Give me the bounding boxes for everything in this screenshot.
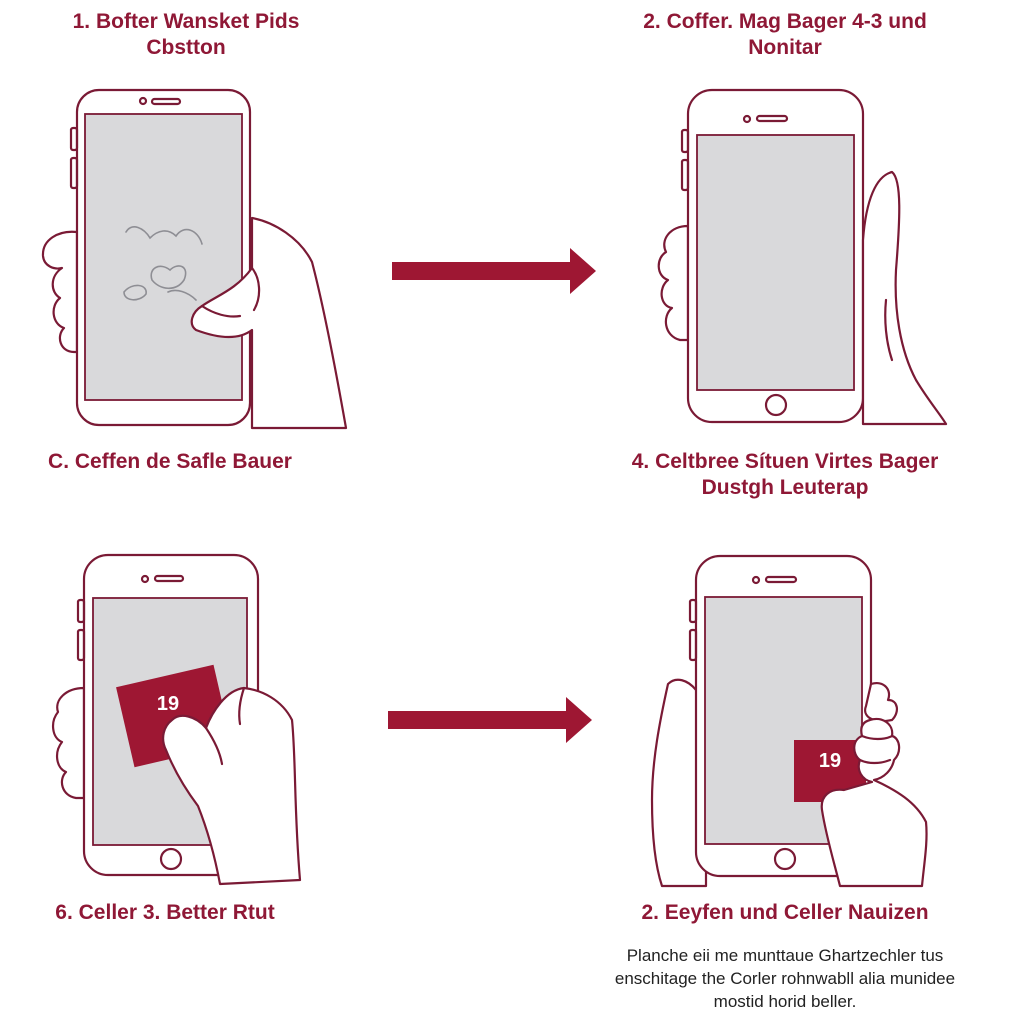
step-6-title: 2. Eeyfen und Celler Nauizen: [641, 901, 929, 924]
arrow-right-1: [392, 248, 596, 294]
phone-2: [657, 88, 948, 426]
hand-applying-sticker: [162, 686, 302, 886]
hand-left-fingers-3: [52, 686, 86, 800]
hand-thumb-2: [861, 170, 948, 426]
footnote-text: Planche eii me munttaue Ghartzechler tus…: [614, 946, 956, 1011]
step-4-title: 4. Celtbree Sítuen Virtes Bager Dustgh L…: [631, 450, 939, 499]
arrow-right-2: [388, 697, 592, 743]
wiping-hand: [190, 216, 348, 430]
smudge-marks: [123, 226, 203, 301]
hand-back-fingers-1: [41, 230, 79, 354]
sticker-2-label: 19: [819, 750, 841, 772]
step-2-title: 2. Coffer. Mag Bager 4-3 und Nonitar: [643, 10, 927, 59]
hand-pressing-sticker: [820, 717, 928, 888]
hand-left-fingers-2: [657, 224, 690, 342]
step-3-title: C. Ceffen de Safle Bauer: [48, 450, 292, 473]
step-5-title: 6. Celler 3. Better Rtut: [55, 901, 275, 924]
phone-4: 19: [650, 554, 928, 888]
sticker-1-label: 19: [157, 693, 179, 715]
phone-3: 19: [52, 553, 302, 886]
step-1-title: 1. Bofter Wansket Pids Cbstton: [72, 10, 300, 59]
hand-right-fingers-4: [864, 682, 898, 723]
phone-1: [41, 88, 348, 430]
